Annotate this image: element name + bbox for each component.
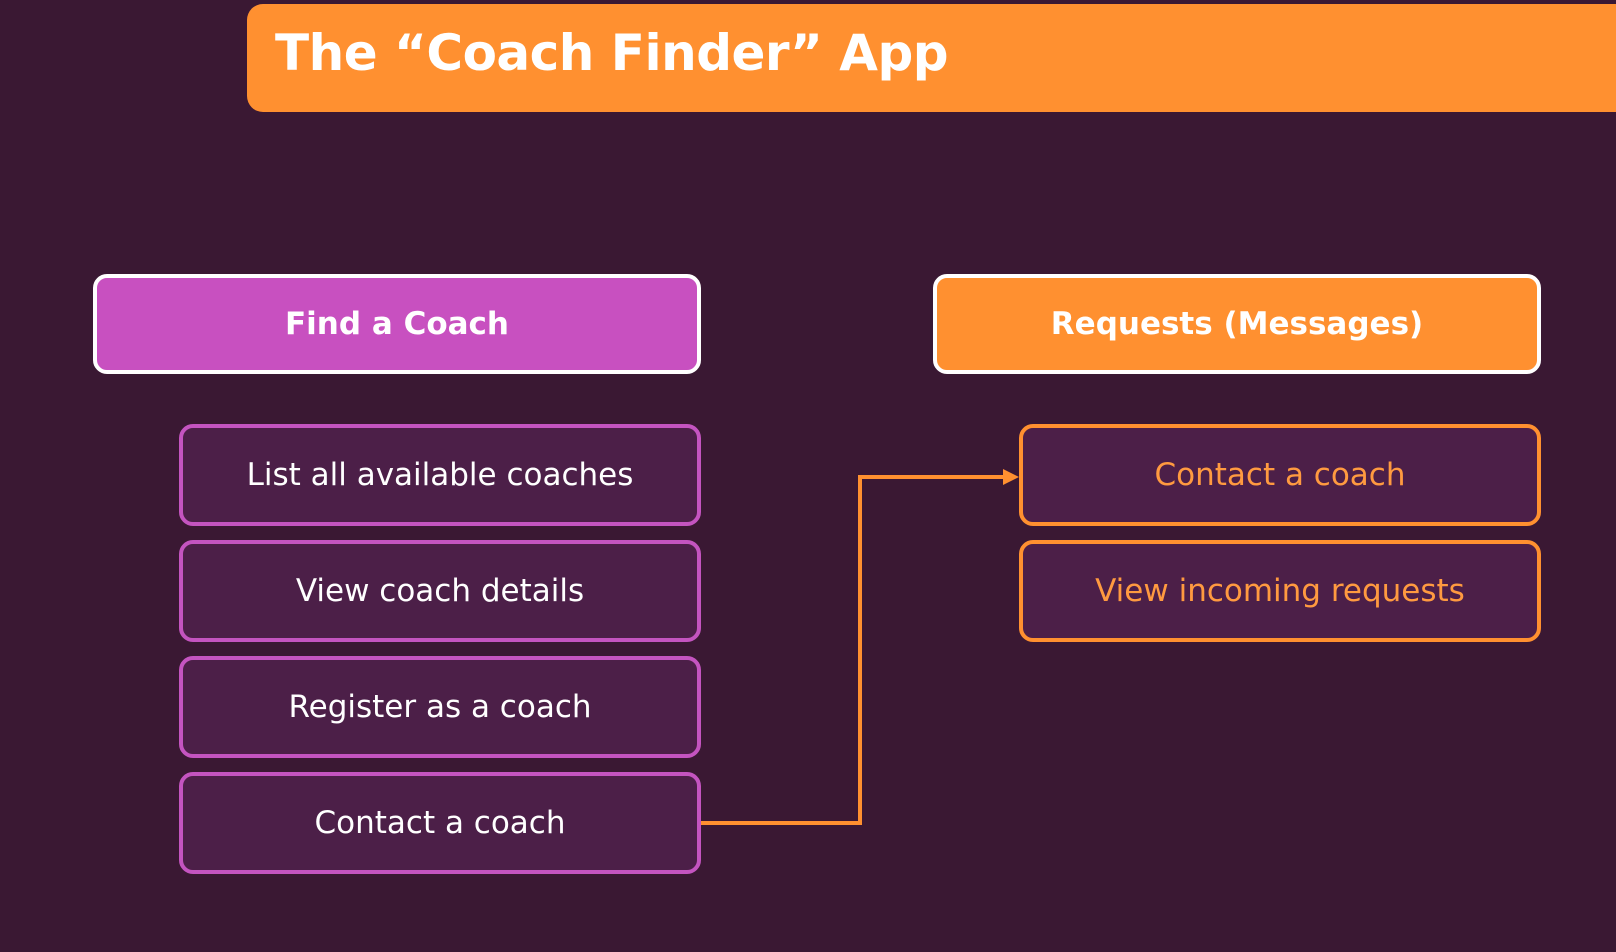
arrow-head-icon bbox=[1003, 469, 1019, 485]
find-a-coach-header: Find a Coach bbox=[93, 274, 701, 374]
requests-header: Requests (Messages) bbox=[933, 274, 1541, 374]
register-as-coach-box: Register as a coach bbox=[179, 656, 701, 758]
connector-line bbox=[701, 475, 1008, 825]
page-title: The “Coach Finder” App bbox=[275, 24, 949, 82]
view-coach-details-box: View coach details bbox=[179, 540, 701, 642]
view-incoming-requests-box: View incoming requests bbox=[1019, 540, 1541, 642]
contact-coach-source-box: Contact a coach bbox=[179, 772, 701, 874]
list-coaches-box: List all available coaches bbox=[179, 424, 701, 526]
title-banner: The “Coach Finder” App bbox=[247, 4, 1616, 112]
contact-coach-target-box: Contact a coach bbox=[1019, 424, 1541, 526]
